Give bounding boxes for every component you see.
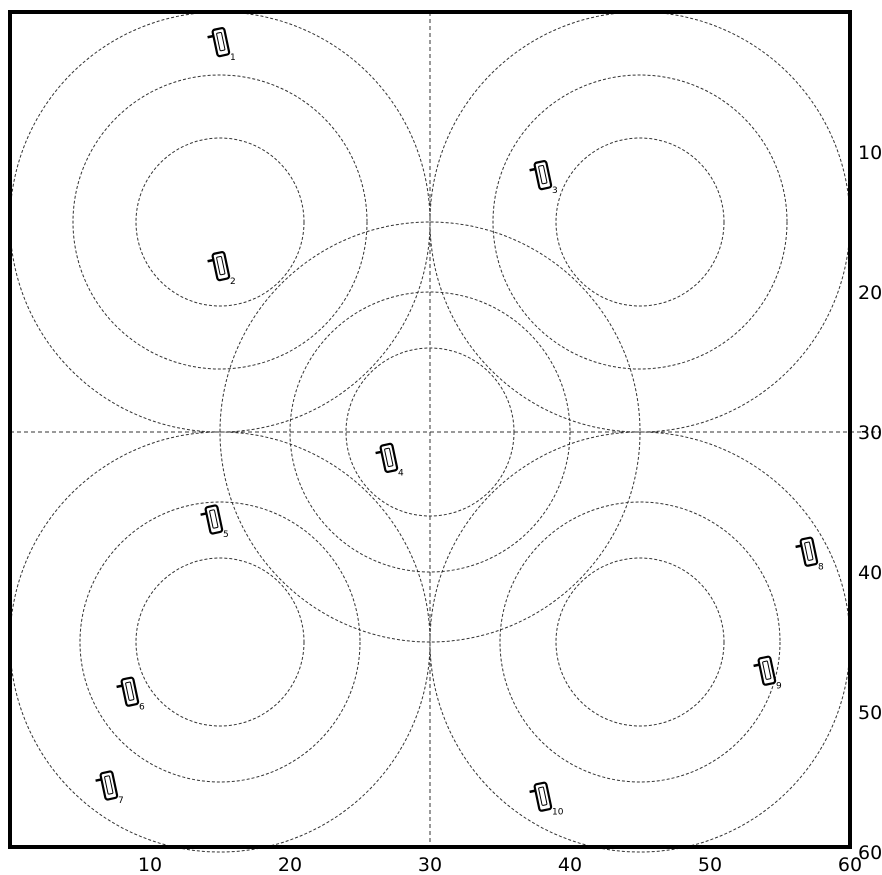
mobile-phone-icon	[375, 442, 399, 473]
device-label-2: 2	[230, 277, 236, 287]
mobile-phone-icon	[207, 251, 231, 282]
mobile-phone-icon	[207, 27, 231, 58]
x-tick-60: 60	[838, 854, 862, 875]
device-label-4: 4	[398, 469, 404, 479]
device-label-1: 1	[230, 53, 236, 63]
device-label-10: 10	[552, 807, 564, 817]
device-label-9: 9	[776, 681, 782, 691]
y-tick-60: 60	[858, 842, 882, 864]
device-label-7: 7	[118, 796, 124, 806]
device-label-5: 5	[223, 530, 229, 540]
x-axis-tick-labels: 10 20 30 40 50 60	[138, 854, 862, 875]
device-label-6: 6	[139, 702, 145, 712]
device-label-8: 8	[818, 562, 824, 572]
x-tick-10: 10	[138, 854, 162, 875]
mobile-phone-icon	[95, 770, 119, 801]
zone-5-ring-3	[429, 431, 851, 853]
zone-5-ring-1	[555, 557, 725, 727]
zone-1-ring-1	[135, 137, 305, 307]
zone-1-ring-2	[72, 74, 368, 370]
zone-5-ring-2	[499, 501, 781, 783]
zone-4-ring-1	[135, 557, 305, 727]
mobile-phone-icon	[529, 781, 553, 812]
device-label-3: 3	[552, 186, 558, 196]
y-tick-30: 30	[858, 422, 882, 444]
x-tick-20: 20	[278, 854, 302, 875]
center-guides	[10, 12, 880, 852]
zone-2-ring-1	[555, 137, 725, 307]
x-tick-40: 40	[558, 854, 582, 875]
plot-frame	[8, 10, 852, 849]
x-tick-50: 50	[698, 854, 722, 875]
devices: 1 2 3 4 5 6 7 8 9 10	[95, 27, 824, 817]
mobile-phone-icon	[200, 504, 224, 535]
mobile-phone-icon	[116, 676, 140, 707]
mobile-phone-icon	[529, 160, 553, 191]
zone-2-ring-2	[492, 74, 788, 370]
mobile-phone-icon	[795, 536, 819, 567]
zone-4-ring-3	[9, 431, 431, 853]
zone-4-ring-2	[79, 501, 361, 783]
x-tick-30: 30	[418, 854, 442, 875]
mobile-phone-icon	[753, 655, 777, 686]
y-tick-20: 20	[858, 282, 882, 304]
y-tick-40: 40	[858, 562, 882, 584]
y-tick-50: 50	[858, 702, 882, 724]
y-tick-10: 10	[858, 142, 882, 164]
y-axis-tick-labels: 10 20 30 40 50 60	[858, 142, 882, 864]
